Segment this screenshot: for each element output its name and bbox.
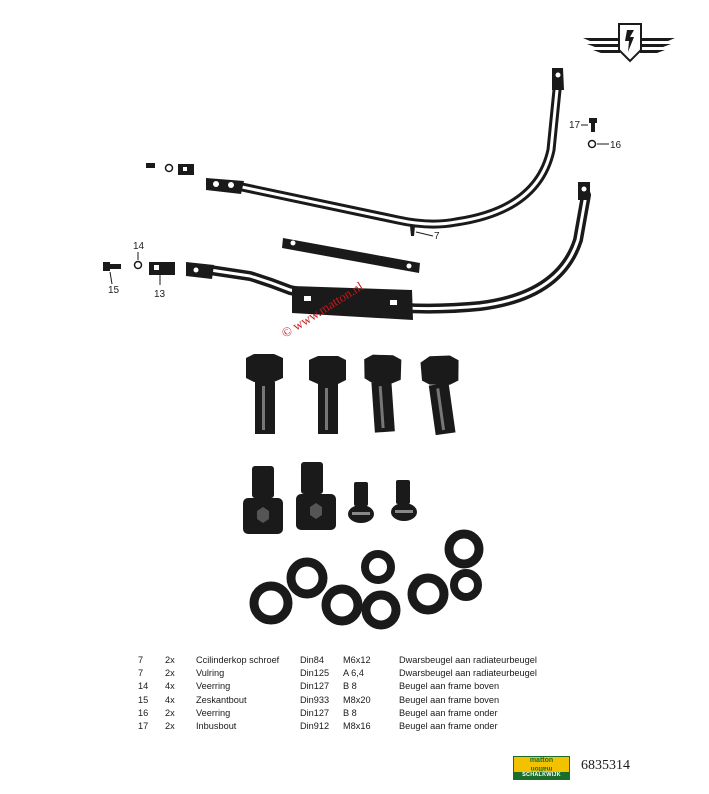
cell-qty: 4x bbox=[165, 681, 175, 692]
cell-size: B 8 bbox=[343, 707, 357, 718]
table-row: 7 2x Ccilinderkop schroef Din84 M6x12 Dw… bbox=[138, 654, 569, 667]
spring-washer-7-icon bbox=[444, 529, 484, 569]
bolt-17-icon bbox=[581, 118, 597, 132]
cell-description: Veerring bbox=[196, 707, 231, 718]
nut-plate-13-icon bbox=[149, 262, 175, 285]
spring-washer-5-icon bbox=[361, 590, 401, 630]
cell-description: Veerring bbox=[196, 681, 231, 692]
cell-din: Din912 bbox=[300, 721, 330, 732]
cell-description: Zeskantbout bbox=[196, 694, 247, 705]
cell-note: Dwarsbeugel aan radiateurbeugel bbox=[399, 668, 537, 679]
cell-qty: 2x bbox=[165, 655, 175, 665]
callout-16: 16 bbox=[610, 140, 622, 151]
hex-bolt-1-icon bbox=[246, 354, 283, 434]
cell-size: M6x12 bbox=[343, 655, 371, 665]
table-row: 15 4x Zeskantbout Din933 M8x20 Beugel aa… bbox=[138, 694, 569, 707]
cell-size: B 8 bbox=[343, 681, 357, 692]
cell-qty: 4x bbox=[165, 694, 175, 705]
cell-qty: 2x bbox=[165, 668, 175, 679]
brand-location: SCHALKWIJK bbox=[514, 772, 569, 779]
brand-wing-logo-icon bbox=[583, 23, 675, 63]
callout-7: 7 bbox=[434, 231, 440, 242]
cell-note: Beugel aan frame onder bbox=[399, 721, 498, 732]
brand-name: matton bbox=[529, 757, 554, 764]
table-row: 17 2x Inbusbout Din912 M8x16 Beugel aan … bbox=[138, 720, 569, 733]
hex-bolt-2-icon bbox=[309, 356, 346, 434]
brand-name-mirrored: matton bbox=[530, 765, 553, 772]
parts-table: 7 2x Ccilinderkop schroef Din84 M6x12 Dw… bbox=[138, 654, 569, 733]
callout-13: 13 bbox=[154, 289, 166, 300]
cell-qty: 2x bbox=[165, 707, 175, 718]
cell-ref: 7 bbox=[138, 668, 144, 679]
table-row: 16 2x Veerring Din127 B 8 Beugel aan fra… bbox=[138, 707, 569, 720]
callout-15: 15 bbox=[108, 285, 120, 296]
bolt-15-icon bbox=[103, 262, 121, 285]
screw-7-icon bbox=[410, 226, 434, 237]
spring-washer-2-icon bbox=[286, 557, 328, 599]
cell-ref: 17 bbox=[138, 721, 149, 732]
spring-washer-8-icon bbox=[450, 569, 482, 601]
cell-ref: 7 bbox=[138, 655, 144, 665]
cell-note: Beugel aan frame boven bbox=[399, 681, 500, 692]
spring-washer-1-icon bbox=[249, 581, 293, 625]
cell-note: Beugel aan frame onder bbox=[399, 707, 498, 718]
hex-bolt-4-icon bbox=[420, 355, 459, 436]
cell-size: M8x20 bbox=[343, 694, 371, 705]
callout-14: 14 bbox=[133, 241, 145, 252]
cell-description: Vulring bbox=[196, 668, 225, 679]
cross-brace bbox=[282, 238, 420, 273]
lower-frame-bracket bbox=[186, 182, 591, 320]
cell-ref: 15 bbox=[138, 694, 149, 705]
cell-din: Din933 bbox=[300, 694, 330, 705]
cell-qty: 2x bbox=[165, 721, 175, 732]
upper-bracket-screw-icon bbox=[146, 163, 194, 175]
callout-17: 17 bbox=[569, 120, 581, 131]
table-row: 14 4x Veerring Din127 B 8 Beugel aan fra… bbox=[138, 680, 569, 693]
cell-din: Din84 bbox=[300, 655, 325, 665]
cell-description: Ccilinderkop schroef bbox=[196, 655, 280, 665]
cell-din: Din127 bbox=[300, 681, 330, 692]
spring-washer-3-icon bbox=[321, 584, 363, 626]
spring-washer-4-icon bbox=[361, 550, 395, 584]
spring-washer-6-icon bbox=[407, 573, 449, 615]
hex-bolt-3-icon bbox=[364, 354, 402, 433]
article-number: 6835314 bbox=[581, 758, 630, 773]
table-row: 7 2x Vulring Din125 A 6,4 Dwarsbeugel aa… bbox=[138, 667, 569, 680]
cell-note: Beugel aan frame boven bbox=[399, 694, 500, 705]
slotted-screw-2-icon bbox=[391, 480, 417, 521]
upper-frame-bracket bbox=[206, 68, 564, 229]
cell-ref: 14 bbox=[138, 681, 149, 692]
cell-size: A 6,4 bbox=[343, 668, 364, 679]
washer-14-icon bbox=[133, 252, 143, 270]
cell-note: Dwarsbeugel aan radiateurbeugel bbox=[399, 655, 537, 665]
spring-washer-16-icon bbox=[587, 139, 609, 149]
socket-cap-screw-1-icon bbox=[243, 466, 283, 534]
cell-ref: 16 bbox=[138, 707, 149, 718]
socket-cap-screw-2-icon bbox=[296, 462, 336, 530]
cell-size: M8x16 bbox=[343, 721, 371, 732]
cell-din: Din125 bbox=[300, 668, 330, 679]
cell-description: Inbusbout bbox=[196, 721, 237, 732]
cell-din: Din127 bbox=[300, 707, 330, 718]
slotted-screw-1-icon bbox=[348, 482, 374, 523]
matton-schalkwijk-logo: matton matton SCHALKWIJK bbox=[513, 756, 570, 780]
